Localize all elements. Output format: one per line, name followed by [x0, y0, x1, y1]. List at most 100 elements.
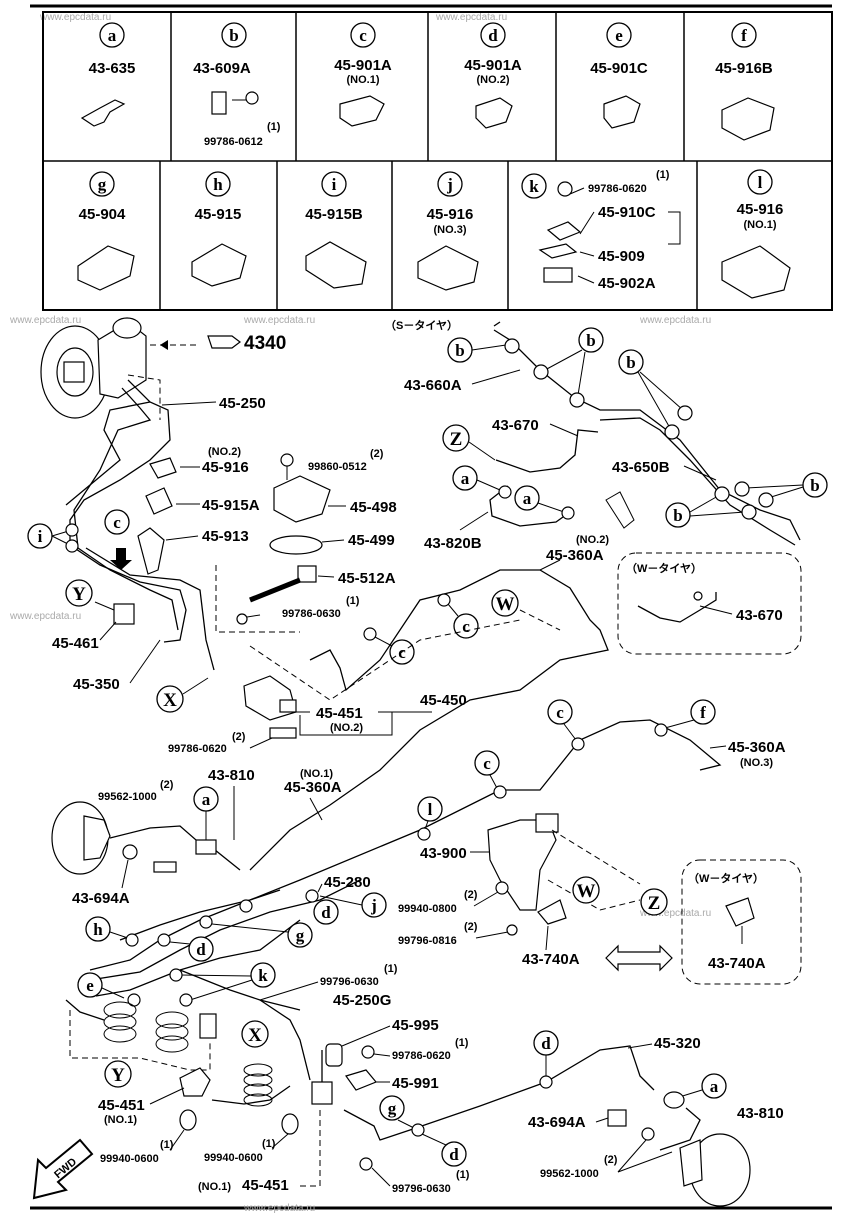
cell-i[interactable]: i 45-915B: [305, 171, 367, 289]
cap-45-995-icon: [325, 1043, 343, 1067]
svg-text:www.epcdata.ru: www.epcdata.ru: [39, 12, 111, 23]
callout-Y[interactable]: Y: [65, 579, 93, 607]
callout-b-right[interactable]: b: [734, 472, 828, 508]
svg-text:99796-0630: 99796-0630: [392, 1183, 451, 1195]
ref-4340-pointer[interactable]: 4340: [207, 333, 286, 354]
svg-text:(NO.3): (NO.3): [740, 757, 773, 769]
svg-text:b: b: [229, 26, 238, 45]
svg-text:e: e: [86, 976, 94, 995]
callout-X-lower[interactable]: X: [241, 1020, 269, 1048]
callout-a-mid[interactable]: a: [514, 485, 575, 520]
svg-text:Z: Z: [450, 429, 463, 450]
callout-i[interactable]: i: [27, 523, 79, 553]
svg-text:(1): (1): [384, 963, 398, 975]
callout-c-right[interactable]: c: [547, 699, 585, 751]
callout-g-lower[interactable]: g: [379, 1095, 425, 1137]
callout-Z-lower[interactable]: Z: [640, 888, 668, 916]
callout-b-top-mid[interactable]: b: [533, 327, 604, 408]
valve-43-900[interactable]: [487, 813, 559, 911]
svg-text:h: h: [213, 175, 223, 194]
svg-text:45-916B: 45-916B: [715, 60, 773, 77]
rear-brake-right[interactable]: [679, 1133, 751, 1207]
callout-f[interactable]: f: [654, 699, 716, 737]
svg-text:www.epcdata.ru: www.epcdata.ru: [9, 611, 81, 622]
callout-Z[interactable]: Z: [442, 424, 496, 461]
callout-d-lower[interactable]: d: [421, 1133, 467, 1167]
rear-brake-left[interactable]: [51, 801, 111, 875]
svg-text:c: c: [113, 513, 121, 532]
valve-45-451-no2[interactable]: [243, 675, 297, 721]
svg-text:l: l: [758, 173, 763, 192]
cell-j[interactable]: j 45-916 (NO.3): [417, 171, 479, 291]
callout-j[interactable]: j: [319, 892, 387, 918]
bracket-43-740a-icon: [537, 899, 567, 925]
callout-a-left[interactable]: a: [452, 465, 512, 499]
bracket-45-913-icon: [137, 527, 165, 575]
cell-f[interactable]: f 45-916B: [715, 22, 775, 141]
clip-45-901a-no1-icon: [339, 95, 385, 127]
cell-d[interactable]: d 45-901A (NO.2): [464, 22, 522, 129]
cell-l[interactable]: l 45-916 (NO.1): [721, 169, 791, 299]
callout-c-lower[interactable]: c: [474, 750, 507, 799]
callout-d-mid[interactable]: d: [313, 899, 339, 925]
svg-text:99940-0800: 99940-0800: [398, 903, 457, 915]
callout-b-top-right[interactable]: b: [618, 349, 693, 440]
svg-text:(1): (1): [160, 1139, 174, 1151]
cell-g[interactable]: g 45-904: [77, 171, 135, 291]
svg-text:45-902A: 45-902A: [598, 275, 656, 292]
bolt-99796-0630-icon: [199, 1013, 217, 1039]
svg-text:(2): (2): [160, 779, 174, 791]
svg-text:c: c: [483, 754, 491, 773]
pipe-coil-center: [243, 1063, 273, 1107]
svg-text:Y: Y: [111, 1065, 125, 1086]
callout-W[interactable]: W: [491, 589, 519, 617]
svg-text:45-250G: 45-250G: [333, 992, 391, 1009]
cell-a[interactable]: a 43-635: [80, 22, 135, 127]
svg-text:h: h: [93, 920, 103, 939]
callout-b-top-left[interactable]: b: [447, 337, 520, 363]
svg-text:43-900: 43-900: [420, 845, 467, 862]
callout-a-rear-left[interactable]: a: [193, 786, 219, 840]
svg-text:g: g: [296, 926, 305, 945]
svg-text:45-461: 45-461: [52, 635, 99, 652]
svg-text:a: a: [710, 1077, 719, 1096]
clip-45-904-icon: [77, 245, 135, 291]
callout-Y-lower[interactable]: Y: [104, 1060, 132, 1088]
bracket-45-991-icon: [345, 1069, 377, 1091]
svg-text:www.epcdata.ru: www.epcdata.ru: [435, 12, 507, 23]
svg-text:(NO.2): (NO.2): [477, 74, 510, 86]
callout-c-mid2[interactable]: c: [447, 603, 479, 639]
cell-c[interactable]: c 45-901A (NO.1): [334, 22, 392, 127]
callout-k[interactable]: k: [169, 962, 276, 1007]
callout-l[interactable]: l: [417, 796, 443, 841]
callout-d-left[interactable]: d: [169, 936, 214, 962]
cell-b[interactable]: b 43-609A (1) 99786-0612: [193, 22, 281, 148]
svg-text:d: d: [196, 940, 206, 959]
callout-a-rear-right[interactable]: a: [675, 1073, 727, 1099]
valve-45-451-no1[interactable]: [179, 1067, 211, 1097]
svg-text:99786-0612: 99786-0612: [204, 136, 263, 148]
svg-text:45-916: 45-916: [427, 206, 474, 223]
svg-text:43-670: 43-670: [736, 607, 783, 624]
callout-h[interactable]: h: [85, 916, 139, 947]
svg-text:b: b: [673, 506, 682, 525]
tee-fitting-icon: [311, 1081, 333, 1105]
callout-d-right[interactable]: d: [533, 1030, 559, 1089]
screw-icon: [557, 181, 573, 197]
cell-k[interactable]: k (1) 99786-0620 45-910C 45-909 45-902A: [521, 169, 681, 292]
w-tire-box-bottom[interactable]: （W－タイヤ） 43-740A: [681, 859, 802, 985]
callout-g-mid[interactable]: g: [211, 922, 313, 948]
callout-e[interactable]: e: [77, 972, 125, 999]
callout-X[interactable]: X: [156, 677, 209, 713]
callout-W-lower[interactable]: W: [572, 876, 600, 904]
callout-c-mid1[interactable]: c: [374, 636, 415, 665]
callout-c[interactable]: c: [104, 509, 130, 535]
svg-text:45-904: 45-904: [79, 206, 126, 223]
cell-e[interactable]: e 45-901C: [590, 22, 648, 129]
w-tire-box-top[interactable]: （W－タイヤ） 43-670: [617, 552, 802, 655]
callout-b-bottom[interactable]: b: [665, 486, 757, 528]
svg-text:99860-0512: 99860-0512: [308, 461, 367, 473]
brake-booster[interactable]: [40, 317, 147, 419]
cell-h[interactable]: h 45-915: [191, 171, 247, 287]
